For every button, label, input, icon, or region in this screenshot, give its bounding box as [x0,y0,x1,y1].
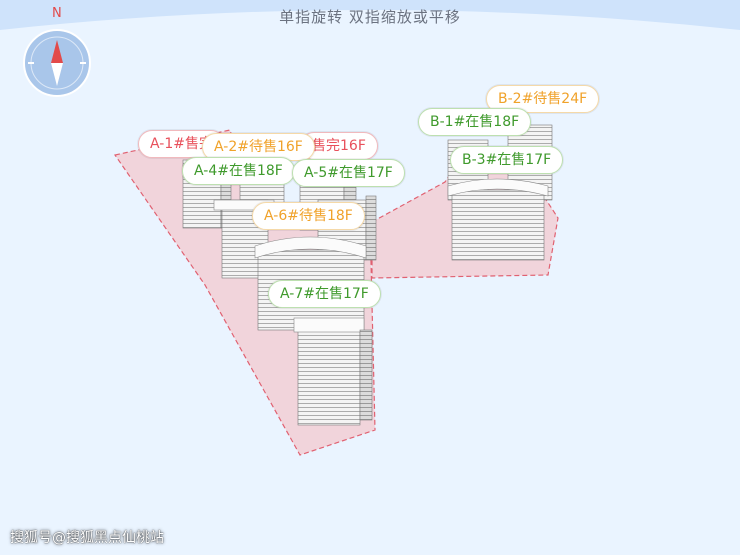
building-a-7[interactable] [293,317,373,426]
label-a-4[interactable]: A-4#在售18F [182,157,295,185]
label-a-2[interactable]: A-2#待售16F [202,133,315,161]
compass-icon [23,29,91,97]
label-a-5[interactable]: A-5#在售17F [292,159,405,187]
label-b-1[interactable]: B-1#在售18F [418,108,532,136]
sky-band [0,0,740,30]
compass-north-label: N [52,6,62,21]
building-b-3[interactable] [447,178,549,261]
label-a-6[interactable]: A-6#待售18F [252,202,365,230]
label-b-3[interactable]: B-3#在售17F [450,146,564,174]
compass-widget[interactable] [22,28,92,98]
gesture-hint: 单指旋转 双指缩放或平移 [279,8,461,26]
label-a-7[interactable]: A-7#在售17F [268,280,381,308]
watermark: 搜狐号@搜狐黑点仙桃站 [10,530,164,546]
